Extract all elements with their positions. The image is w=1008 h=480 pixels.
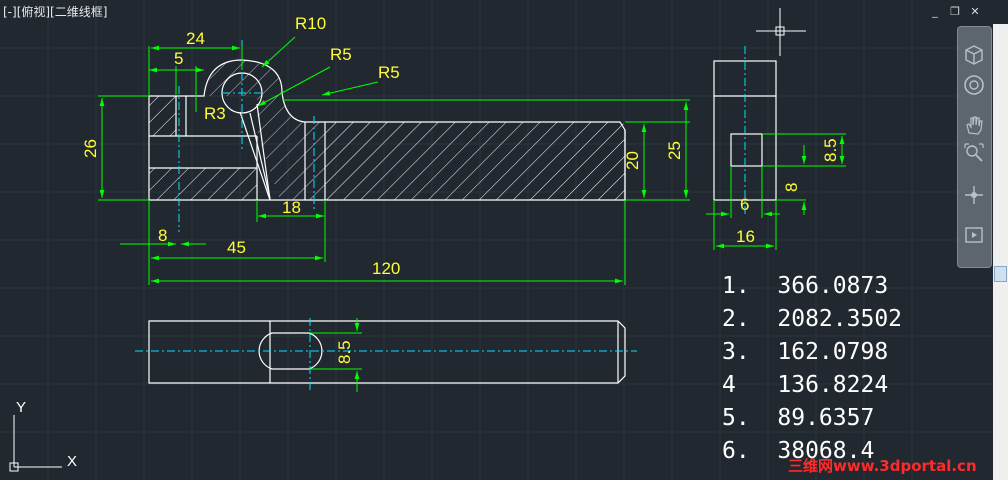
- minimize-icon[interactable]: _: [932, 5, 938, 18]
- results-list: 1. 366.0873 2. 2082.3502 3. 162.0798 4 1…: [722, 270, 902, 468]
- dim-25: 25: [665, 141, 684, 160]
- result-item-6: 6. 38068.4: [722, 438, 875, 464]
- dim-side-6: 6: [740, 195, 749, 214]
- dim-120: 120: [372, 259, 400, 278]
- view-cube-icon[interactable]: [962, 43, 986, 67]
- dim-side-8-5: 8.5: [821, 138, 840, 162]
- result-item-5: 5. 89.6357: [722, 405, 875, 431]
- ucs-icon: [9, 415, 62, 472]
- dim-8: 8: [158, 226, 167, 245]
- result-item-4: 4 136.8224: [722, 372, 889, 398]
- crosshair-cursor: [756, 8, 806, 56]
- dim-side-16: 16: [736, 227, 755, 246]
- dimensions-bottom: [310, 318, 362, 392]
- restore-icon[interactable]: ❐: [950, 5, 960, 18]
- dim-side-8: 8: [782, 183, 801, 192]
- pan-hand-icon[interactable]: [962, 113, 986, 137]
- dimension-texts-front: 24 5 R10 R5 R5 R3 26 18 8 45 120 20 25: [81, 14, 684, 278]
- watermark: 三维网www.3dportal.cn: [788, 457, 977, 475]
- steering-wheel-icon[interactable]: [962, 73, 986, 97]
- orbit-icon[interactable]: [962, 183, 986, 207]
- dim-20: 20: [623, 151, 642, 170]
- hatch-region: [149, 96, 176, 136]
- hatch-region: [325, 122, 625, 200]
- dim-r3: R3: [204, 104, 226, 123]
- result-item-2: 2. 2082.3502: [722, 306, 903, 332]
- scrollbar-thumb[interactable]: [994, 266, 1007, 282]
- vertical-scrollbar[interactable]: [993, 24, 1008, 480]
- dim-r10: R10: [295, 14, 326, 33]
- dim-45: 45: [227, 238, 246, 257]
- dim-bottom-8-5: 8.5: [335, 340, 354, 364]
- result-item-1: 1. 366.0873: [722, 273, 889, 299]
- bottom-view[interactable]: [148, 320, 626, 384]
- close-icon[interactable]: ✕: [970, 5, 980, 18]
- viewport-window-controls: _ ❐ ✕: [928, 6, 982, 18]
- side-outline: [713, 60, 777, 201]
- ucs-y-label: Y: [16, 399, 26, 416]
- zoom-extents-icon[interactable]: [962, 141, 986, 165]
- result-item-3: 3. 162.0798: [722, 339, 889, 365]
- dim-r5-a: R5: [330, 45, 352, 64]
- navigation-bar: [957, 26, 992, 268]
- bottom-outline: [148, 320, 626, 384]
- part-outline: [148, 59, 626, 201]
- side-slot: [730, 133, 763, 167]
- hatch-region: [149, 168, 257, 200]
- hatch-region: [205, 60, 325, 200]
- dim-24: 24: [186, 29, 205, 48]
- front-view[interactable]: [148, 40, 626, 232]
- dim-18: 18: [282, 198, 301, 217]
- dimensions-front: [98, 36, 690, 285]
- dim-r5-b: R5: [378, 63, 400, 82]
- dim-26: 26: [81, 139, 100, 158]
- viewport-controls-label[interactable]: [-][俯视][二维线框]: [3, 5, 108, 19]
- slot-outline: [258, 332, 323, 370]
- dimensions-side: [706, 133, 846, 250]
- ucs-x-label: X: [67, 453, 77, 470]
- dim-5: 5: [174, 49, 183, 68]
- side-view[interactable]: [713, 60, 777, 201]
- showmotion-icon[interactable]: [962, 223, 986, 247]
